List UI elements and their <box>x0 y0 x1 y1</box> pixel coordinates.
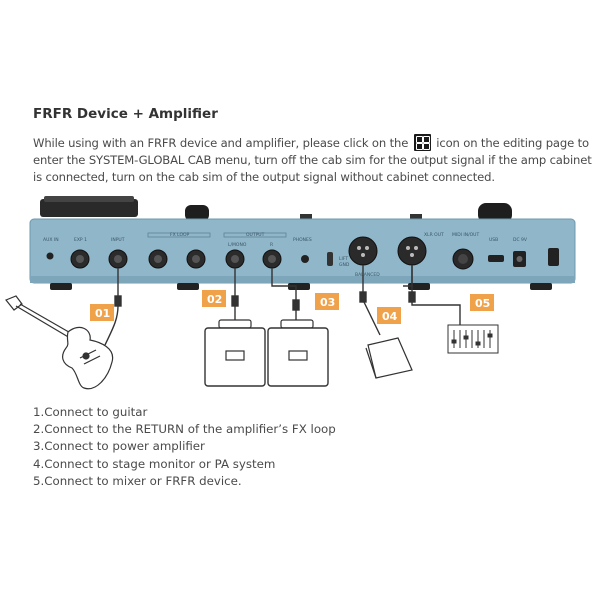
amp-cabinet-2 <box>267 319 329 387</box>
badge-01: 01 <box>95 307 110 320</box>
step-4: 4.Connect to stage monitor or PA system <box>33 456 276 471</box>
label-l-mono: L/MONO <box>228 242 247 248</box>
badge-04-bg <box>377 307 401 324</box>
step-3: 3.Connect to power amplifier <box>33 439 205 454</box>
mixer-illustration <box>447 324 499 354</box>
intro-line-1: While using with an FRFR device and ampl… <box>33 134 593 152</box>
intro-text-after-icon: icon on the editing page to <box>436 136 589 150</box>
device-rear-panel <box>29 218 576 290</box>
label-input: INPUT <box>111 237 125 243</box>
label-r: R <box>270 242 273 248</box>
step-5: 5.Connect to mixer or FRFR device. <box>33 473 242 488</box>
badge-02-bg <box>202 290 226 307</box>
badge-05: 05 <box>475 297 490 310</box>
label-usb: USB <box>489 237 498 243</box>
cables <box>104 265 461 346</box>
intro-text-before-icon: While using with an FRFR device and ampl… <box>33 136 409 150</box>
label-output: OUTPUT <box>246 232 265 238</box>
grid-menu-icon <box>413 134 431 151</box>
label-balanced: BALANCED <box>355 272 380 278</box>
label-lift: LIFT <box>339 256 348 262</box>
badge-04: 04 <box>382 310 398 323</box>
badge-01-bg <box>90 304 114 321</box>
label-gnd: GND <box>339 262 350 268</box>
label-fx-loop: FX LOOP <box>170 232 190 238</box>
badge-02: 02 <box>207 293 222 306</box>
intro-line-3: is connected, turn on the cab sim of the… <box>33 170 495 184</box>
stage-monitor-illustration <box>365 337 413 379</box>
amp-cabinet-1 <box>204 319 266 387</box>
step-2: 2.Connect to the RETURN of the amplifier… <box>33 422 336 437</box>
badge-05-bg <box>470 294 494 311</box>
badge-03-bg <box>315 293 339 310</box>
intro-line-2: enter the SYSTEM-GLOBAL CAB menu, turn o… <box>33 153 592 167</box>
label-xlr-out: XLR OUT <box>424 232 444 238</box>
panel-jacks <box>46 236 559 270</box>
step-1: 1.Connect to guitar <box>33 405 148 419</box>
connection-diagram: AUX IN EXP 1 INPUT FX LOOP OUTPUT L/MONO… <box>5 196 576 390</box>
section-heading: FRFR Device + Amplifier <box>33 106 218 122</box>
label-exp1: EXP 1 <box>74 237 87 243</box>
connection-steps-list: 1.Connect to guitar 2.Connect to the RET… <box>33 404 336 490</box>
label-aux-in: AUX IN <box>43 237 59 243</box>
badge-03: 03 <box>320 296 335 309</box>
guitar-illustration <box>5 295 114 390</box>
intro-paragraph: While using with an FRFR device and ampl… <box>33 134 593 186</box>
device-top-silhouette <box>40 196 512 223</box>
label-phones: PHONES <box>293 237 312 243</box>
label-dc: DC 9V <box>513 237 528 243</box>
label-midi: MIDI IN/OUT <box>452 232 479 238</box>
